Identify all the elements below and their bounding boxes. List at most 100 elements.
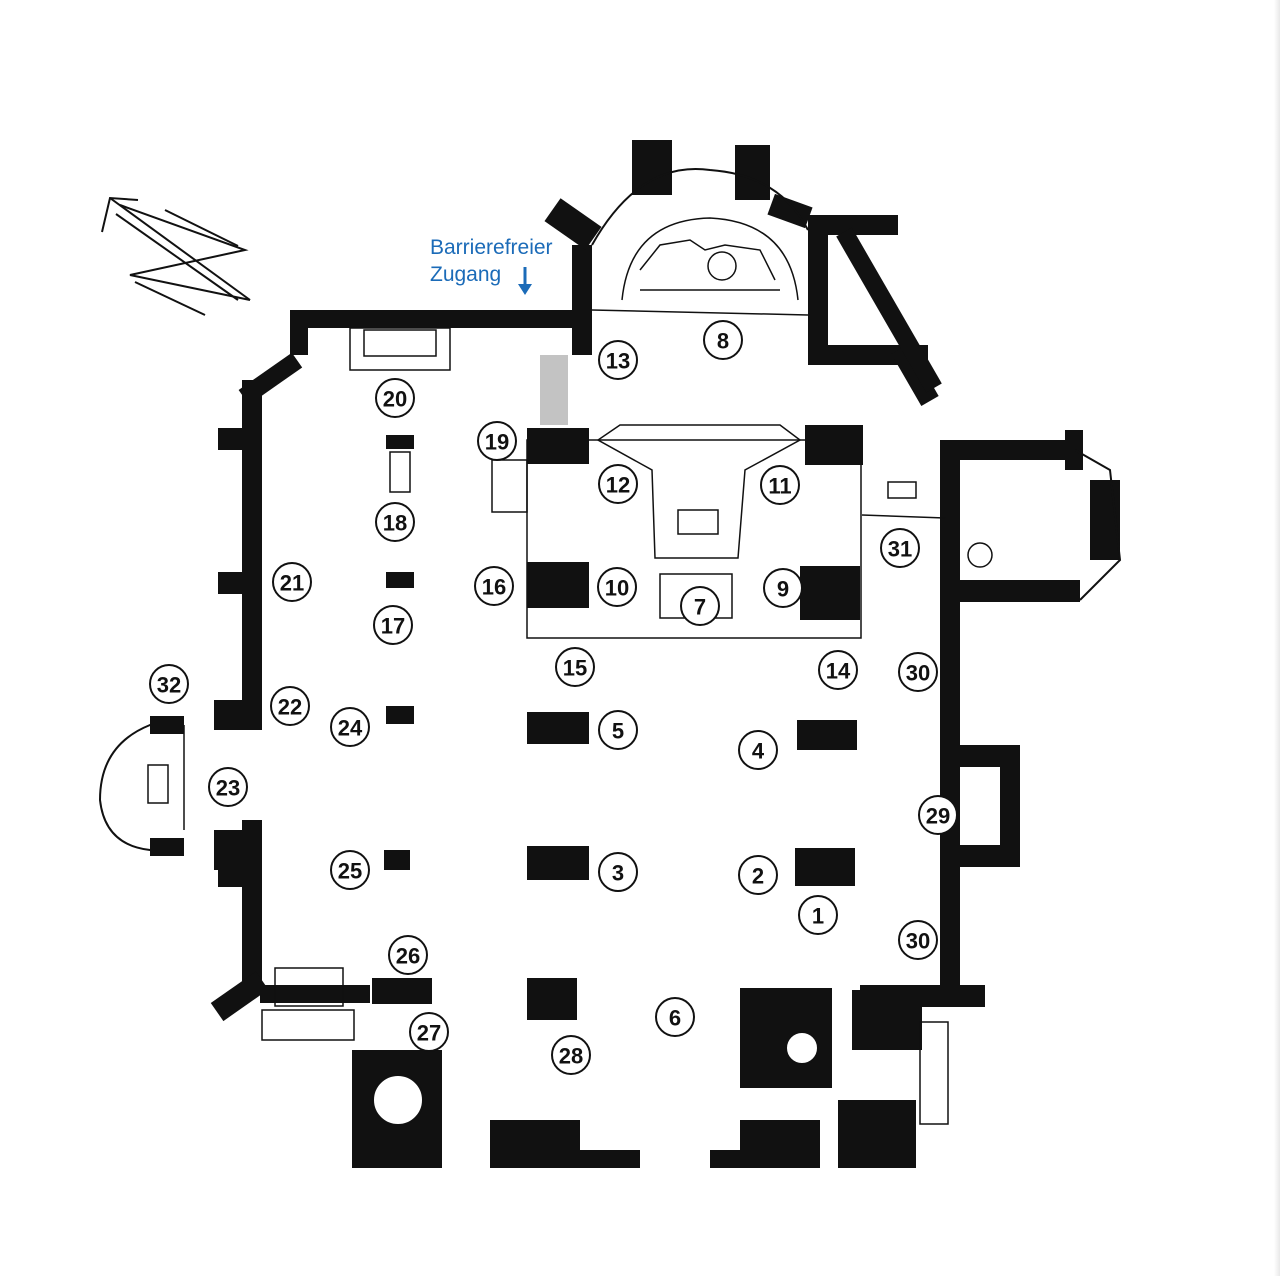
right-annex [808,215,1122,601]
north-arrow-icon [101,196,251,316]
marker-label: 1 [812,904,824,929]
marker-circle [208,767,248,807]
marker-label: 15 [563,656,587,681]
marker-circle [880,528,920,568]
access-label-line-2: Zugang [430,263,502,286]
marker-circle [760,465,800,505]
marker-circle [918,795,958,835]
marker-label: 30 [906,661,930,686]
marker-circle [598,852,638,892]
marker-label: 29 [926,804,950,829]
marker-circle [898,920,938,960]
marker-8: 8 [703,320,743,360]
marker-30: 30 [898,652,938,692]
marker-label: 6 [669,1006,681,1031]
marker-circle [409,1012,449,1052]
marker-circle [555,647,595,687]
marker-32: 32 [149,664,189,704]
marker-circle [598,710,638,750]
marker-label: 26 [396,944,420,969]
marker-24: 24 [330,707,370,747]
access-label-line-1: Barrierefreier [430,236,553,259]
marker-14: 14 [818,650,858,690]
apse [544,140,828,365]
marker-label: 9 [777,577,789,602]
marker-16: 16 [474,566,514,606]
marker-26: 26 [388,935,428,975]
marker-label: 30 [906,929,930,954]
marker-circle [330,850,370,890]
marker-21: 21 [272,562,312,602]
barrier-free-access-label: Barrierefreier Zugang [430,234,553,288]
stair-towers [261,967,949,1126]
marker-label: 4 [752,739,765,764]
pillars [349,327,857,1020]
marker-label: 18 [383,511,407,536]
marker-25: 25 [330,850,370,890]
marker-circle [551,1035,591,1075]
marker-circle [375,502,415,542]
marker-label: 25 [338,859,362,884]
marker-circle [149,664,189,704]
marker-5: 5 [598,710,638,750]
marker-label: 20 [383,387,407,412]
marker-27: 27 [409,1012,449,1052]
marker-circle [373,605,413,645]
marker-circle [798,895,838,935]
marker-circle [272,562,312,602]
marker-circle [655,997,695,1037]
marker-13: 13 [598,340,638,380]
marker-label: 28 [559,1044,583,1069]
marker-circle [598,464,638,504]
marker-label: 3 [612,861,624,886]
marker-29: 29 [918,795,958,835]
page-edge [1274,0,1280,1276]
marker-label: 12 [606,473,630,498]
marker-label: 31 [888,537,912,562]
marker-circle [474,566,514,606]
marker-circle [680,586,720,626]
marker-label: 7 [694,595,706,620]
marker-circle [898,652,938,692]
marker-label: 17 [381,614,405,639]
marker-circle [270,686,310,726]
marker-17: 17 [373,605,413,645]
marker-2: 2 [738,855,778,895]
marker-label: 21 [280,571,304,596]
arrow-down-icon [518,267,532,295]
marker-circle [738,730,778,770]
marker-circle [738,855,778,895]
marker-3: 3 [598,852,638,892]
marker-22: 22 [270,686,310,726]
marker-label: 19 [485,430,509,455]
marker-circle [703,320,743,360]
marker-circle [375,378,415,418]
marker-30: 30 [898,920,938,960]
marker-18: 18 [375,502,415,542]
marker-circle [818,650,858,690]
marker-label: 22 [278,695,302,720]
marker-6: 6 [655,997,695,1037]
marker-label: 13 [606,349,630,374]
marker-label: 8 [717,329,729,354]
marker-label: 2 [752,864,764,889]
marker-label: 23 [216,776,240,801]
marker-label: 5 [612,719,624,744]
marker-31: 31 [880,528,920,568]
marker-label: 10 [605,576,629,601]
marker-label: 27 [417,1021,441,1046]
crossing [491,355,946,639]
marker-label: 14 [826,659,851,684]
marker-circle [330,707,370,747]
marker-12: 12 [598,464,638,504]
left-chapel [98,716,185,856]
marker-layer: 1234567891011121314151617181920212223242… [149,320,958,1075]
marker-circle [763,568,803,608]
marker-circle [477,421,517,461]
marker-15: 15 [555,647,595,687]
marker-circle [598,340,638,380]
marker-23: 23 [208,767,248,807]
marker-19: 19 [477,421,517,461]
marker-circle [597,567,637,607]
